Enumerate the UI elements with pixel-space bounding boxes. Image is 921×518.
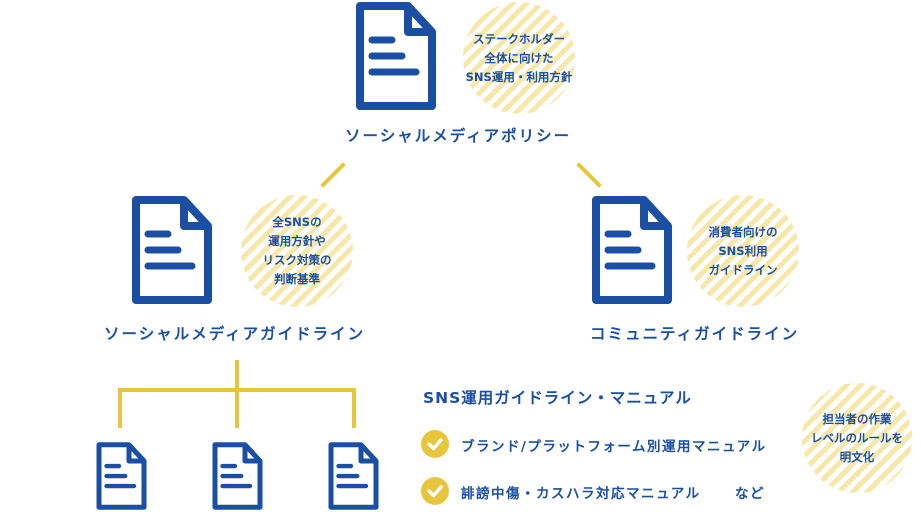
tree-line bbox=[118, 388, 122, 428]
note-line: 消費者向けの bbox=[708, 224, 778, 239]
note-line: SNS運用・利用方針 bbox=[465, 69, 573, 84]
manual-document-icon bbox=[211, 441, 264, 511]
guideline-title: ソーシャルメディアガイドライン bbox=[104, 325, 366, 343]
note-line: 明文化 bbox=[839, 449, 875, 464]
manual-title: SNS運用ガイドライン・マニュアル bbox=[423, 389, 692, 407]
manual-item: 誹謗中傷・カスハラ対応マニュアル bbox=[461, 486, 701, 502]
manual-document-icon bbox=[95, 441, 148, 511]
policy-title: ソーシャルメディアポリシー bbox=[345, 127, 572, 145]
guideline-note: 全SNSの運用方針やリスク対策の判断基準 bbox=[241, 195, 353, 307]
note-line: 担当者の作業 bbox=[822, 411, 892, 426]
community-note: 消費者向けの SNS利用ガイドライン bbox=[687, 195, 799, 307]
manual-suffix: など bbox=[735, 486, 765, 502]
manual-note: 担当者の作業レベルのルールを明文化 bbox=[802, 383, 912, 493]
manual-document-icon bbox=[327, 441, 380, 511]
note-line: 全SNSの bbox=[272, 215, 322, 229]
note-line: 運用方針や bbox=[268, 234, 326, 248]
note-line: 全体に向けた bbox=[484, 50, 554, 65]
tree-line bbox=[352, 388, 356, 428]
note-line: レベルのルールを bbox=[811, 430, 903, 445]
manual-item: ブランド/プラットフォーム別運用マニュアル bbox=[461, 439, 767, 455]
guideline-document-icon bbox=[129, 194, 215, 306]
note-line: リスク対策の bbox=[262, 253, 332, 267]
community-title: コミュニティガイドライン bbox=[590, 325, 800, 343]
note-line: ガイドライン bbox=[708, 262, 778, 277]
check-icon bbox=[421, 430, 449, 458]
policy-note: ステークホルダー全体に向けた SNS運用・利用方針 bbox=[463, 2, 575, 114]
note-line: ステークホルダー bbox=[472, 31, 565, 46]
tree-line bbox=[235, 388, 239, 428]
note-line: SNS利用 bbox=[718, 243, 768, 258]
connector-line bbox=[320, 162, 346, 188]
community-document-icon bbox=[589, 194, 675, 306]
note-line: 判断基準 bbox=[274, 272, 320, 286]
connector-line bbox=[576, 162, 602, 188]
tree-line bbox=[235, 360, 239, 392]
policy-document-icon bbox=[353, 0, 439, 112]
check-icon bbox=[421, 477, 449, 505]
